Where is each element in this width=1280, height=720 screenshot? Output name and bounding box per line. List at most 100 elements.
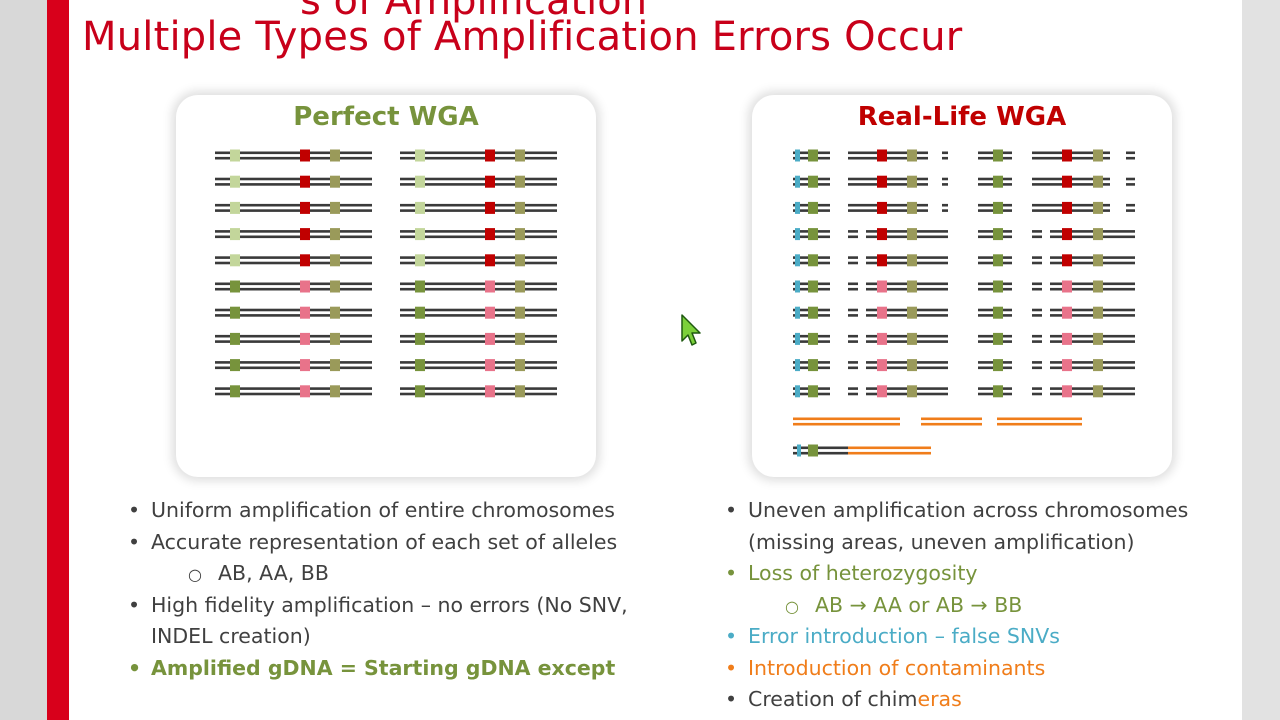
chromatid [215, 209, 372, 212]
allele-c-marker [330, 228, 340, 241]
allele-b-marker [1062, 359, 1072, 372]
allele-b-marker [300, 201, 310, 214]
allele-a-marker [808, 306, 818, 319]
chromatid [848, 334, 858, 338]
allele-a-marker [993, 385, 1003, 398]
allele-c-marker [515, 332, 525, 345]
allele-c-marker [330, 306, 340, 319]
allele-a-marker [808, 149, 818, 162]
allele-b-marker [1062, 228, 1072, 241]
chromatid [400, 308, 557, 312]
allele-a-marker [993, 359, 1003, 372]
allele-c-marker [907, 359, 917, 372]
chromatid [1032, 308, 1042, 312]
allele-b-marker [300, 280, 310, 293]
allele-b-marker [877, 149, 887, 162]
chromatid [1050, 361, 1135, 364]
chromatid [1126, 177, 1135, 181]
allele-a-marker [808, 332, 818, 345]
allele-a-marker [230, 332, 240, 345]
chromatid [848, 177, 928, 181]
chromatid [1050, 308, 1135, 312]
allele-a-marker [993, 175, 1003, 188]
chromatid [215, 314, 372, 317]
allele-a-marker [808, 359, 818, 372]
chromatid [1126, 183, 1135, 186]
chromatid [848, 230, 858, 233]
snv-error-marker [795, 332, 800, 345]
chromatid [1126, 156, 1135, 160]
snv-error-marker [795, 228, 800, 241]
perfect-wga-title: Perfect WGA [293, 102, 479, 132]
allele-b-marker [877, 280, 887, 293]
allele-b-marker [485, 280, 495, 293]
bullet-error-introduction: Error introduction – false SNVs [725, 621, 1245, 653]
chromatid [215, 203, 372, 207]
chromatid [400, 177, 557, 181]
chromatid [215, 361, 372, 364]
chromatid [400, 392, 557, 396]
allele-b-marker [485, 175, 495, 188]
allele-b-marker [877, 306, 887, 319]
allele-c-marker [907, 228, 917, 241]
allele-a-marker [415, 201, 425, 214]
chromatid [1050, 387, 1135, 390]
allele-b-marker [300, 228, 310, 241]
chromatid [997, 422, 1082, 426]
allele-b-marker [300, 175, 310, 188]
chromatid [848, 287, 858, 291]
allele-c-marker [330, 359, 340, 372]
allele-a-marker [808, 175, 818, 188]
chromatid [400, 314, 557, 317]
chromatid [1032, 387, 1042, 390]
chromatid [1126, 151, 1135, 155]
chromatid [215, 387, 372, 390]
allele-b-marker [877, 254, 887, 267]
chromatid [848, 314, 858, 317]
chromatid [848, 156, 928, 160]
allele-a-marker [230, 149, 240, 162]
chromatid [921, 422, 982, 426]
allele-c-marker [330, 385, 340, 398]
chromatid [400, 183, 557, 186]
chromatid [215, 256, 372, 259]
allele-b-marker [1062, 254, 1072, 267]
allele-b-marker [485, 201, 495, 214]
chromatid [1032, 314, 1042, 317]
allele-c-marker [907, 280, 917, 293]
perfect-wga-bullets: Uniform amplification of entire chromoso… [128, 495, 648, 684]
allele-b-marker [877, 332, 887, 345]
chromatid [942, 203, 948, 207]
allele-b-marker [877, 385, 887, 398]
slide-accent-bar [47, 0, 69, 720]
allele-b-marker [485, 359, 495, 372]
allele-a-marker [415, 254, 425, 267]
allele-c-marker [907, 385, 917, 398]
chromatid [848, 151, 928, 155]
chromatid [1050, 230, 1135, 233]
allele-a-marker [415, 332, 425, 345]
chromatid [215, 261, 372, 265]
allele-b-marker [300, 306, 310, 319]
allele-a-marker [415, 228, 425, 241]
chromatid [215, 282, 372, 286]
allele-a-marker [993, 280, 1003, 293]
chromatid [1032, 256, 1042, 259]
chromatid [1126, 209, 1135, 212]
chromatid [1032, 230, 1042, 233]
chromatid [1050, 256, 1135, 259]
chromatid [400, 287, 557, 291]
chromatid [215, 156, 372, 160]
chromatid [1050, 392, 1135, 396]
chromatid [1032, 361, 1042, 364]
chromatid [1032, 287, 1042, 291]
allele-c-marker [1093, 332, 1103, 345]
snv-error-marker [795, 306, 800, 319]
chromatid [1050, 340, 1135, 343]
chromatid [848, 366, 858, 370]
allele-a-marker [808, 280, 818, 293]
chromatid [942, 209, 948, 212]
allele-c-marker [515, 228, 525, 241]
allele-c-marker [1093, 385, 1103, 398]
allele-b-marker [1062, 306, 1072, 319]
